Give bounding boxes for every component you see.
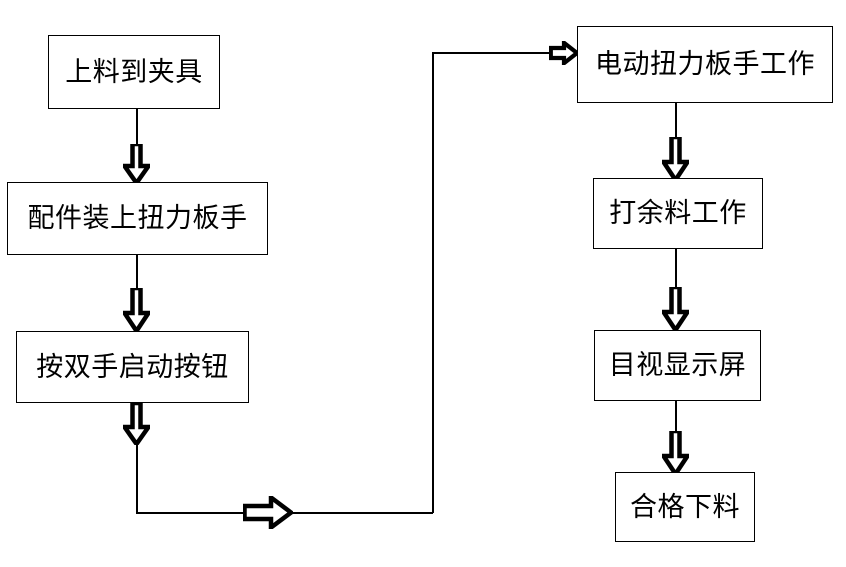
process-node-press-two-hand-start-button[interactable]: 按双手启动按钮 (16, 331, 249, 403)
node-label: 电动扭力板手工作 (595, 49, 815, 80)
arrow-down-icon-n4-n5 (662, 137, 689, 181)
arrow-right-icon-into-n4 (549, 41, 579, 65)
node-label: 配件装上扭力板手 (27, 203, 248, 234)
process-node-qualified-unload[interactable]: 合格下料 (615, 472, 755, 542)
connector-n2-n3 (136, 255, 138, 290)
connector-n1-n2 (136, 109, 138, 149)
node-label: 目视显示屏 (608, 350, 747, 381)
node-label: 上料到夹具 (65, 56, 203, 88)
connector-n6-n7 (675, 401, 677, 434)
arrow-down-icon-n6-n7 (662, 431, 689, 475)
connector-n5-n6 (675, 249, 677, 289)
process-node-remove-excess-material[interactable]: 打余料工作 (593, 178, 763, 249)
connector-right-riser-leg (432, 52, 434, 513)
node-label: 合格下料 (630, 491, 740, 523)
process-node-mount-accessory-on-torque-wrench[interactable]: 配件装上扭力板手 (7, 182, 268, 255)
arrow-down-icon-n3-exit (123, 403, 150, 445)
node-label: 打余料工作 (609, 198, 747, 229)
arrow-down-icon-n2-n3 (123, 288, 150, 332)
process-node-load-to-fixture[interactable]: 上料到夹具 (48, 35, 220, 109)
process-node-visual-display-screen[interactable]: 目视显示屏 (594, 330, 761, 401)
arrow-down-icon-n5-n6 (662, 287, 689, 331)
process-node-electric-torque-wrench-operation[interactable]: 电动扭力板手工作 (577, 26, 833, 103)
node-label: 按双手启动按钮 (36, 351, 229, 383)
arrow-down-icon-n1-n2 (123, 144, 150, 184)
connector-n3-down-leg (136, 443, 138, 514)
arrow-right-icon-bottom-leg (243, 496, 293, 529)
connector-n4-n5 (675, 103, 677, 140)
connector-top-horizontal-leg (432, 52, 554, 54)
